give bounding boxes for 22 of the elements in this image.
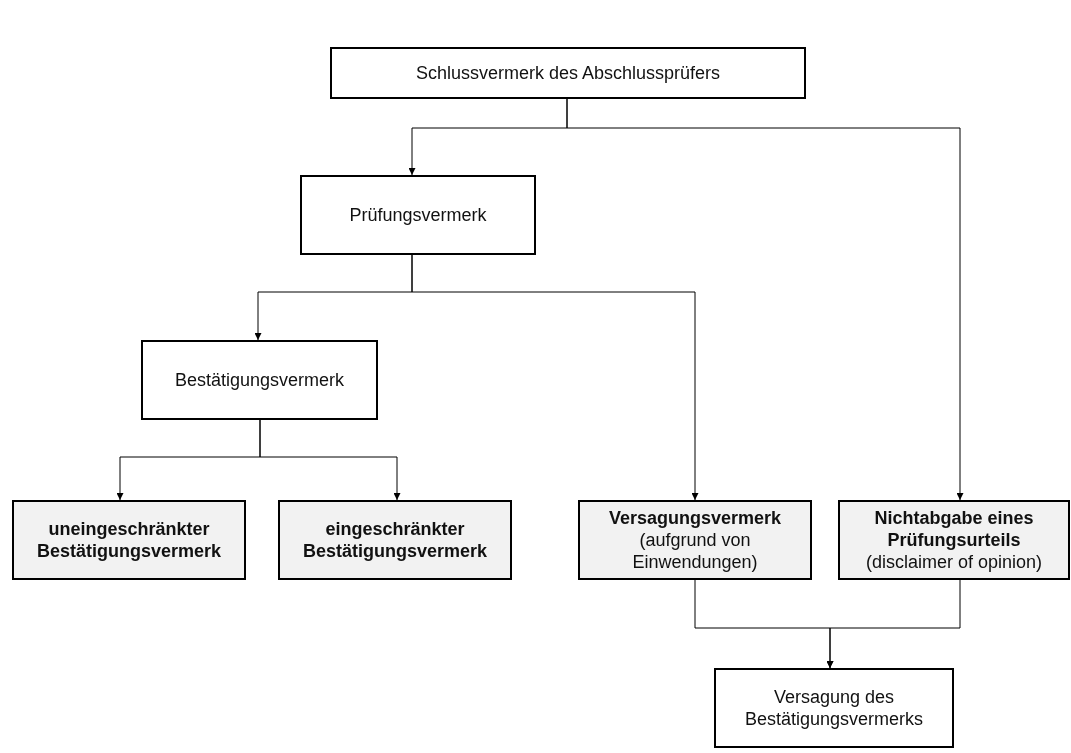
box-label: Versagungsvermerk <box>608 507 782 529</box>
process-box <box>278 500 512 580</box>
process-box <box>141 340 378 420</box>
box-label: Versagung des Bestätigungsvermerks <box>743 686 925 730</box>
connector-arrow <box>411 254 699 501</box>
process-box <box>578 500 812 580</box>
connector-arrow <box>259 419 401 501</box>
box-label: (disclaimer of opinion) <box>865 551 1043 573</box>
process-box <box>838 500 1070 580</box>
box-label: Schlussvermerk des Abschlussprüfers <box>415 62 721 84</box>
process-box <box>12 500 246 580</box>
connector-arrow <box>826 579 961 669</box>
connector-arrow <box>566 98 964 501</box>
box-label: eingeschränkter Bestätigungsvermerk <box>301 518 489 562</box>
box-label: Prüfungsvermerk <box>349 204 487 226</box>
process-box <box>714 668 954 748</box>
box-label: Nichtabgabe eines Prüfungsurteils <box>873 507 1035 551</box>
box-label: (aufgrund von Einwendungen) <box>631 529 759 573</box>
box-label: uneingeschränkter Bestätigungsvermerk <box>35 518 223 562</box>
box-label: Bestätigungsvermerk <box>174 369 345 391</box>
process-box <box>330 47 806 99</box>
process-box <box>300 175 536 255</box>
